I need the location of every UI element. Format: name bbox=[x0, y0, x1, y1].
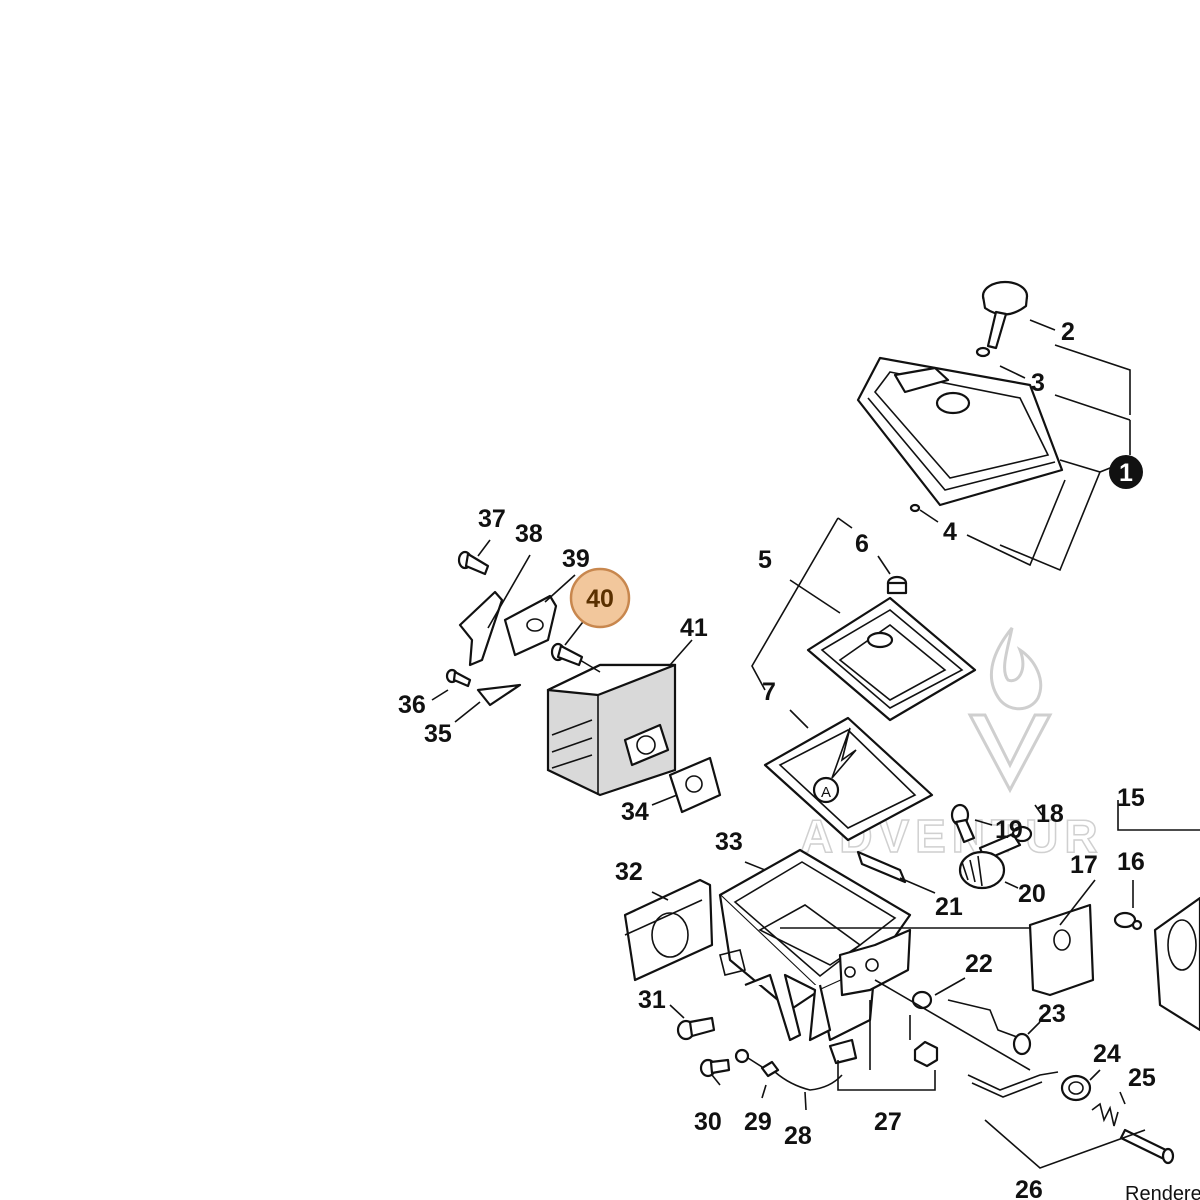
callout-26: 26 bbox=[1015, 1176, 1043, 1200]
filter-frame: A bbox=[763, 716, 934, 842]
o-ring bbox=[975, 346, 991, 358]
cable-28-29 bbox=[734, 1038, 858, 1091]
choke-20 bbox=[958, 850, 1006, 890]
callout-22: 22 bbox=[965, 950, 993, 978]
callout-27: 27 bbox=[874, 1108, 902, 1136]
highlight-circle bbox=[569, 567, 631, 629]
screw-30 bbox=[699, 1058, 731, 1078]
callout-1: 1 bbox=[1119, 459, 1133, 487]
nut-16 bbox=[1113, 911, 1143, 931]
screw-36 bbox=[445, 668, 472, 688]
callout-39: 39 bbox=[562, 545, 590, 573]
callout-19: 19 bbox=[995, 816, 1023, 844]
cover-knob bbox=[981, 280, 1029, 350]
callout-38: 38 bbox=[515, 520, 543, 548]
screw-31 bbox=[676, 1016, 716, 1041]
callout-16: 16 bbox=[1117, 848, 1145, 876]
spring-25 bbox=[1091, 1102, 1119, 1127]
callout-40: 40 bbox=[586, 585, 614, 613]
plate-35 bbox=[476, 683, 522, 707]
muffler-41 bbox=[546, 663, 677, 797]
lever-19 bbox=[950, 803, 976, 844]
callout-31: 31 bbox=[638, 986, 666, 1014]
callout-20: 20 bbox=[1018, 880, 1046, 908]
callout-29: 29 bbox=[744, 1108, 772, 1136]
gasket-34 bbox=[668, 756, 722, 814]
plate-17 bbox=[1028, 903, 1095, 997]
detail-marker-a: A bbox=[821, 784, 831, 801]
callout-34: 34 bbox=[621, 798, 649, 826]
pin-25 bbox=[1119, 1128, 1175, 1165]
callout-41: 41 bbox=[680, 614, 708, 642]
nut-27 bbox=[913, 1040, 939, 1068]
callout-36: 36 bbox=[398, 691, 426, 719]
small-washer bbox=[909, 503, 921, 513]
knob-24 bbox=[1060, 1074, 1092, 1102]
air-filter bbox=[806, 596, 977, 722]
frame-right bbox=[1153, 896, 1200, 1032]
rod-26 bbox=[967, 1071, 1059, 1098]
air-filter-cover bbox=[856, 356, 1064, 507]
leader-lines bbox=[431, 319, 1200, 1169]
callout-2: 2 bbox=[1061, 318, 1075, 346]
callout-35: 35 bbox=[424, 720, 452, 748]
grommet-6 bbox=[886, 575, 908, 595]
screw-40 bbox=[550, 642, 584, 667]
screw-37 bbox=[457, 550, 490, 576]
callout-7: 7 bbox=[762, 678, 776, 706]
plate-39 bbox=[503, 594, 558, 657]
assembly-badge bbox=[1109, 455, 1143, 489]
callout-17: 17 bbox=[1070, 851, 1098, 879]
callout-37: 37 bbox=[478, 505, 506, 533]
bar-21 bbox=[856, 850, 907, 884]
callout-32: 32 bbox=[615, 858, 643, 886]
callout-28: 28 bbox=[784, 1122, 812, 1150]
callout-25: 25 bbox=[1128, 1064, 1156, 1092]
callout-6: 6 bbox=[855, 530, 869, 558]
plate-38 bbox=[458, 590, 504, 667]
callout-23: 23 bbox=[1038, 1000, 1066, 1028]
footer-text: Rendered bbox=[1125, 1183, 1200, 1200]
carburetor-box bbox=[718, 848, 912, 1042]
callout-24: 24 bbox=[1093, 1040, 1121, 1068]
callout-21: 21 bbox=[935, 893, 963, 921]
callout-labels: 1 2 3 4 5 6 7 15 16 17 18 19 20 21 22 23… bbox=[398, 318, 1156, 1200]
callout-5: 5 bbox=[758, 546, 772, 574]
callout-33: 33 bbox=[715, 828, 743, 856]
callout-18: 18 bbox=[1036, 800, 1064, 828]
side-panel-32 bbox=[623, 878, 714, 982]
bushing-22 bbox=[911, 990, 933, 1010]
callout-15: 15 bbox=[1117, 784, 1145, 812]
shaft-23 bbox=[947, 999, 1032, 1056]
callout-4: 4 bbox=[943, 518, 957, 546]
callout-30: 30 bbox=[694, 1108, 722, 1136]
callout-3: 3 bbox=[1031, 369, 1045, 397]
